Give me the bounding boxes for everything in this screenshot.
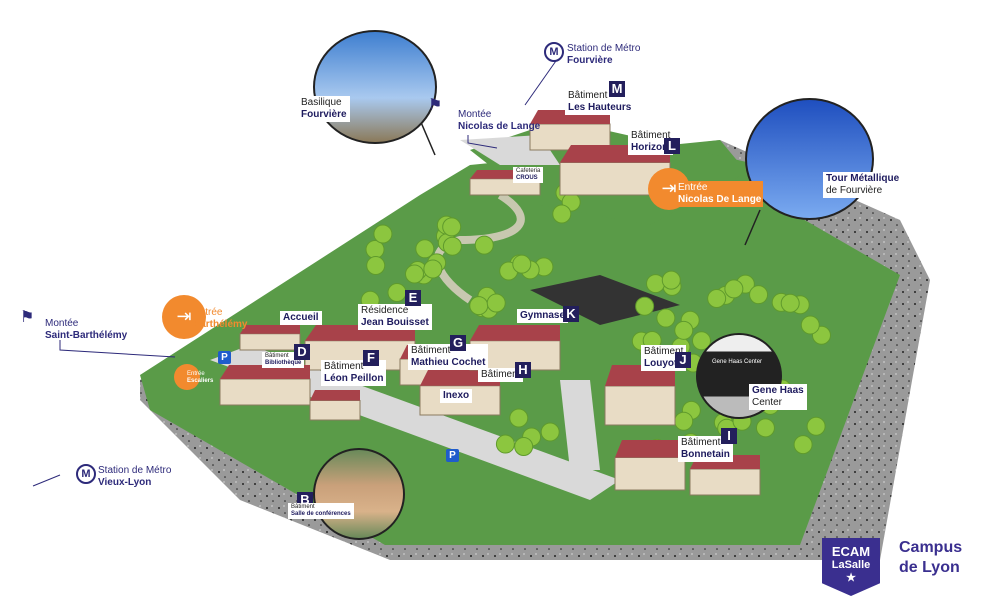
page-title: Campus de Lyon [899, 538, 962, 578]
tree-icon [509, 408, 529, 428]
entrance-barthelemy-icon: ⇥ [162, 295, 206, 339]
gene-haas-sign: Gene Haas Center [712, 359, 763, 365]
signpost-icon: ⚑ [428, 97, 443, 114]
tree-icon [415, 239, 435, 259]
main-road [210, 345, 620, 500]
tree-icon [674, 320, 694, 340]
building-wall [614, 457, 686, 491]
tree-icon [514, 437, 534, 457]
metro-icon: M [76, 464, 96, 484]
tree-icon [806, 416, 826, 436]
building-h-label[interactable]: Bâtiment [478, 368, 524, 382]
title-line1: Campus [899, 539, 963, 556]
tree-icon [661, 270, 681, 290]
building-k-badge: K [563, 306, 579, 322]
building-i-badge: I [721, 428, 737, 444]
tree-icon [691, 331, 711, 351]
tree-icon [540, 422, 560, 442]
logo-line2: LaSalle [831, 559, 871, 571]
tree-icon [373, 224, 393, 244]
building-d-badge: D [294, 344, 310, 360]
ecam-logo: ECAM LaSalle ★ [822, 538, 880, 596]
building-m-badge: M [609, 81, 625, 97]
building-h-badge: H [515, 362, 531, 378]
tree-icon [405, 264, 425, 284]
tree-icon [552, 204, 572, 224]
tree-icon [469, 296, 489, 316]
winding-path [433, 191, 525, 304]
parking-icon: P [446, 449, 459, 462]
tree-icon [474, 235, 494, 255]
building-j-badge: J [675, 352, 691, 368]
tree-icon [495, 434, 515, 454]
tree-icon [366, 256, 386, 276]
building-roof [220, 365, 310, 379]
tree-icon [635, 296, 655, 316]
tour-photo [745, 98, 874, 220]
building-wall [309, 400, 361, 421]
tree-icon [387, 283, 407, 303]
metro-icon: M [544, 42, 564, 62]
building-g-badge: G [450, 335, 466, 351]
gymnase-label[interactable]: Gymnase [517, 309, 569, 323]
logo-line1: ECAM [831, 544, 871, 559]
star-icon: ★ [846, 572, 856, 584]
side-road [560, 380, 600, 470]
tree-icon [724, 279, 744, 299]
tree-icon [707, 289, 727, 309]
tree-icon [749, 285, 769, 305]
tree-icon [486, 293, 506, 313]
building-wall [604, 385, 676, 426]
parking-icon: P [218, 351, 231, 364]
title-line2: de Lyon [899, 559, 960, 576]
accueil-label[interactable]: Accueil [280, 311, 322, 325]
tree-icon [442, 217, 462, 237]
building-roof [240, 325, 300, 334]
tree-icon [793, 435, 813, 455]
inexo-label[interactable]: Inexo [440, 389, 473, 403]
conference-photo [313, 448, 405, 540]
tree-icon [656, 308, 676, 328]
basilique-photo [313, 30, 437, 144]
tree-icon [755, 418, 775, 438]
tree-icon [646, 274, 666, 294]
building-f-badge: F [363, 350, 379, 366]
entrance-escaliers-icon [174, 364, 200, 390]
building-e-badge: E [405, 290, 421, 306]
building-roof [615, 440, 685, 458]
tree-icon [423, 259, 443, 279]
building-roof [310, 390, 360, 401]
tree-icon [512, 254, 532, 274]
tree-icon [442, 236, 462, 256]
tree-icon [674, 411, 694, 431]
building-wall [239, 333, 301, 351]
tree-icon [780, 293, 800, 313]
building-wall [219, 378, 311, 406]
building-l-badge: L [664, 138, 680, 154]
signpost-icon: ⚑ [20, 309, 35, 326]
building-roof [470, 325, 560, 341]
tree-icon [800, 315, 820, 335]
building-wall [689, 468, 761, 496]
